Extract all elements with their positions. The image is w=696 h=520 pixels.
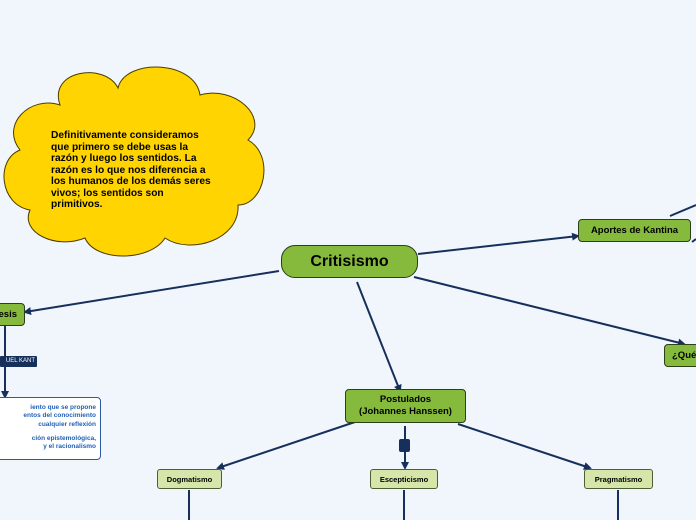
topic-postulados[interactable]: Postulados (Johannes Hanssen) [345, 389, 466, 423]
note-line: iento que se propone [30, 404, 96, 411]
postulados-author: (Johannes Hanssen) [359, 406, 452, 417]
cloud-line: razón y luego los sentidos. La [51, 153, 197, 164]
cloud-note-text: Definitivamente consideramos que primero… [51, 130, 231, 211]
cloud-line: los humanos de los demás seres [51, 176, 211, 187]
cloud-line: razón es lo que nos diferencia a [51, 164, 206, 176]
subtopic-pragmatismo[interactable]: Pragmatismo [584, 469, 653, 489]
cloud-line: Definitivamente consideramos [51, 130, 199, 141]
link-postulados-pragmatismo [457, 423, 592, 470]
note-line: y el racionalismo [43, 443, 96, 451]
link-aportes-offscreen-down [691, 238, 696, 243]
topic-aportes-de-kantina[interactable]: Aportes de Kantina [578, 219, 691, 242]
left-description-note: iento que se propone entos del conocimie… [0, 397, 101, 460]
cloud-line: primitivos. [51, 199, 103, 210]
link-central-left [23, 270, 280, 315]
subtopic-dogmatismo[interactable]: Dogmatismo [157, 469, 222, 489]
postulados-link-marker [399, 439, 410, 452]
note-line: cualquier reflexión [38, 420, 96, 428]
kant-tag: UEL KANT [0, 356, 37, 367]
topic-que[interactable]: ¿Qué [664, 344, 696, 367]
postulados-title: Postulados [379, 394, 432, 405]
central-topic-node[interactable]: Critisismo [281, 245, 418, 278]
topic-left-esis[interactable]: esis [0, 303, 25, 326]
note-line: entos del conocimiento [23, 412, 96, 420]
subtopic-escepticismo[interactable]: Escepticismo [370, 469, 438, 489]
link-central-postulados [356, 281, 402, 393]
link-postulados-dogmatismo [216, 421, 356, 470]
cloud-line: vivos; los sentidos son [51, 187, 164, 199]
cloud-shape [3, 66, 265, 257]
link-central-que [413, 276, 686, 347]
link-central-aportes [417, 232, 580, 255]
cloud-line: que primero se debe usas la [51, 141, 189, 153]
link-aportes-offscreen-up [669, 204, 696, 217]
note-line: ción epistemológica, [31, 434, 96, 442]
